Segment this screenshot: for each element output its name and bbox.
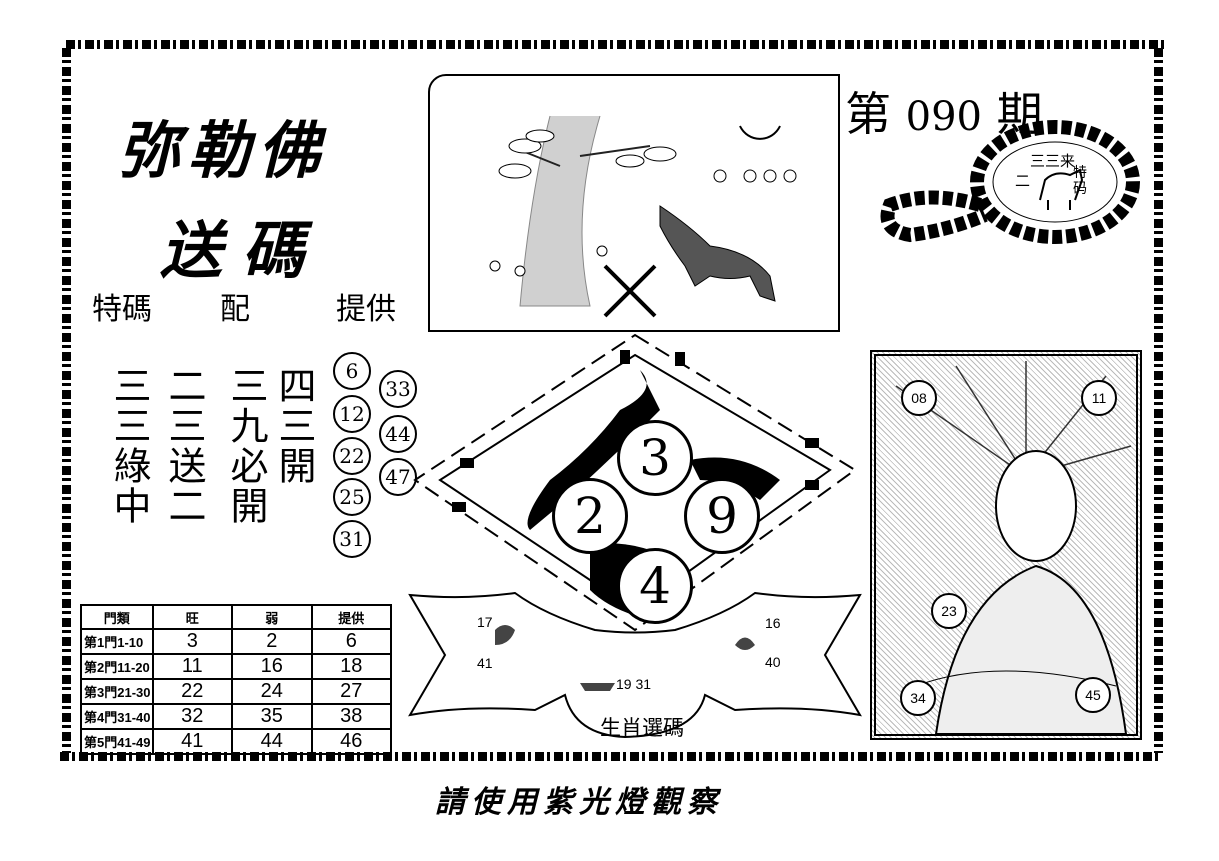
portrait-number-circle: 08: [901, 380, 937, 416]
zodiac-bottom-nums: 19 31: [616, 676, 652, 692]
diamond-number: 3: [617, 420, 693, 496]
table-row: 第3門21-30 22 24 27: [80, 678, 392, 705]
table-cell: 2: [231, 628, 313, 655]
portrait-number-circle: 45: [1075, 677, 1111, 713]
zodiac-left-num-top: 17: [477, 614, 493, 630]
number-circle: 25: [333, 478, 371, 516]
table-cell: 35: [231, 703, 313, 730]
issue-prefix: 第: [845, 87, 891, 141]
provider-right: 提供: [336, 292, 396, 327]
table-cell: 6: [310, 628, 392, 655]
number-circle: 33: [379, 370, 417, 408]
number-circle: 44: [379, 415, 417, 453]
number-circle: 12: [333, 395, 371, 433]
number-circle: 22: [333, 437, 371, 475]
zodiac-left-num-bottom: 41: [477, 655, 493, 671]
table-cell: 44: [231, 728, 313, 755]
table-cell: 22: [151, 678, 234, 705]
number-circle: 6: [333, 352, 371, 390]
number-circle: 47: [379, 458, 417, 496]
zodiac-right-num-top: 16: [765, 615, 781, 631]
diamond-number: 9: [684, 478, 760, 554]
zodiac-label: 生肖選碼: [600, 716, 684, 740]
footer-note: 請使用紫光燈觀察: [435, 785, 723, 820]
number-circle: 31: [333, 520, 371, 558]
portrait-panel: [870, 350, 1142, 740]
zodiac-banner: [408, 591, 862, 739]
provider-left: 特碼: [92, 292, 152, 327]
poem-column-2: 三九必開: [224, 366, 268, 526]
row-label: 第2門11-20: [80, 653, 154, 680]
portrait-number-circle: 34: [900, 680, 936, 716]
issue-number: 090: [905, 94, 982, 140]
poem-column-4: 三三綠中: [107, 366, 151, 526]
deer-illustration-frame: [428, 74, 840, 332]
table-row: 第4門31-40 32 35 38: [80, 703, 392, 730]
table-cell: 16: [231, 653, 313, 680]
bead-label-top: 三三来: [1030, 152, 1076, 170]
table-cell: 32: [151, 703, 234, 730]
table-cell: 41: [151, 728, 234, 755]
table-header: 弱: [231, 604, 313, 630]
table-cell: 3: [151, 628, 234, 655]
table-cell: 24: [231, 678, 313, 705]
bead-label-side: 二: [1015, 172, 1031, 190]
poem-column-3: 二三送二: [162, 366, 206, 526]
poem-column-1: 四三開: [272, 366, 316, 486]
table-row: 第5門41-49 41 44 46: [80, 728, 392, 755]
border-bottom: [60, 752, 1160, 761]
table-cell: 11: [151, 653, 234, 680]
zodiac-right-num-bottom: 40: [765, 654, 781, 670]
door-number-table: 門類 旺 弱 提供 第1門1-10 3 2 6 第2門11-20 11 16 1…: [80, 604, 392, 755]
table-header: 提供: [310, 604, 392, 630]
bead-label-right: 特码: [1073, 165, 1087, 197]
border-right: [1154, 48, 1163, 753]
table-cell: 38: [310, 703, 392, 730]
portrait-number-circle: 11: [1081, 380, 1117, 416]
row-label: 第3門21-30: [80, 678, 154, 705]
diamond-number: 4: [617, 548, 693, 624]
portrait-number-circle: 23: [931, 593, 967, 629]
table-cell: 46: [310, 728, 392, 755]
border-top: [66, 40, 1166, 49]
calligraphy-subtitle: 送碼: [160, 214, 325, 287]
provider-middle: 配: [220, 292, 250, 327]
table-cell: 27: [310, 678, 392, 705]
row-label: 第4門31-40: [80, 703, 154, 730]
diamond-number: 2: [552, 478, 628, 554]
row-label: 第5門41-49: [80, 728, 154, 755]
table-cell: 18: [310, 653, 392, 680]
deer-illustration: [489, 115, 797, 318]
table-row: 第2門11-20 11 16 18: [80, 653, 392, 680]
bead-necklace-illustration: [880, 120, 1140, 244]
border-left: [62, 48, 71, 753]
table-header: 門類: [80, 604, 154, 630]
issue-label: 第 090 期: [845, 78, 1043, 144]
calligraphy-title: 弥勒佛: [118, 114, 329, 187]
row-label: 第1門1-10: [80, 628, 154, 655]
table-header: 旺: [151, 604, 234, 630]
table-header-row: 門類 旺 弱 提供: [80, 604, 392, 630]
table-row: 第1門1-10 3 2 6: [80, 628, 392, 655]
